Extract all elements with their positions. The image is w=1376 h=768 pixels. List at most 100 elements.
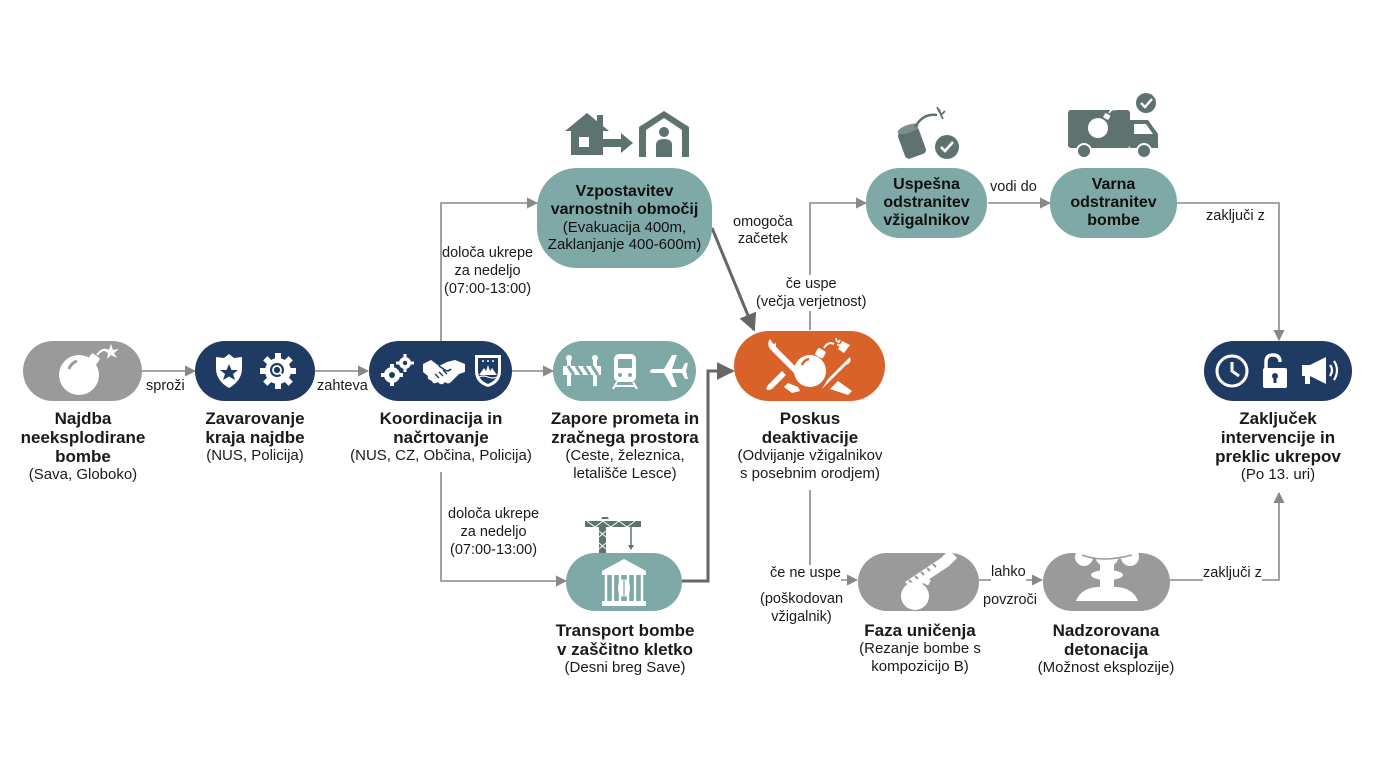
zapore-label: Zapore prometa in zračnega prostora (Ces… — [535, 409, 715, 483]
transport-label: Transport bombe v zaščitno kletko (Desni… — [535, 621, 715, 677]
train-icon — [611, 354, 638, 390]
faza-sub-1: (Rezanje bombe s — [859, 640, 981, 657]
fuse-check-icon — [897, 106, 959, 159]
varna-title-2: odstranitev — [1070, 194, 1157, 211]
doloca-bottom-line-2: za nedeljo — [460, 524, 527, 540]
najdba-title-3: bombe — [55, 447, 111, 466]
transport-title-1: Transport bombe — [555, 621, 695, 640]
vzpostavitev-title-1: Vzpostavitev — [575, 183, 674, 200]
faza-sub-2: kompozicijo B) — [871, 658, 969, 675]
edge-label-doloca-top: določa ukrepe za nedeljo (07:00-13:00) — [442, 244, 534, 298]
uspesna-title-3: vžigalnikov — [883, 212, 970, 229]
omogoca-line-1: omogoča — [733, 214, 793, 230]
uspesna-title-1: Uspešna — [893, 176, 960, 193]
shelter-icon — [639, 111, 689, 157]
edge-label-lahko: lahko — [991, 564, 1026, 581]
zakljucek-label: Zaključek intervencije in preklic ukrepo… — [1188, 409, 1368, 484]
zavarovanje-title-2: kraja najdbe — [205, 428, 305, 447]
vzpostavitev-pill: Vzpostavitev varnostnih območij (Evakuac… — [537, 168, 712, 268]
airplane-icon — [649, 355, 688, 387]
poskus-label: Poskus deaktivacije (Odvijanje vžigalnik… — [720, 409, 900, 483]
zavarovanje-label: Zavarovanje kraja najdbe (NUS, Policija) — [180, 409, 330, 465]
edge-label-ce-uspe: če uspe (večja verjetnost) — [756, 275, 867, 311]
uspesna-pill: Uspešna odstranitev vžigalnikov — [866, 168, 987, 238]
edge-label-zahteva: zahteva — [317, 378, 368, 395]
edge-doloca-top — [440, 197, 539, 342]
vzpostavitev-title-2: varnostnih območij — [550, 201, 699, 218]
doloca-bottom-line-3: (07:00-13:00) — [450, 542, 538, 558]
zapore-pill — [553, 341, 696, 401]
clock-icon — [1215, 354, 1249, 388]
ce-uspe-line-1: če uspe — [785, 276, 837, 292]
edge-omogoca — [710, 227, 757, 332]
poskus-pill — [734, 331, 885, 401]
mushroom-cloud-icon — [1075, 527, 1139, 601]
poskus-title-2: deaktivacije — [761, 428, 859, 447]
doloca-bottom-line-1: določa ukrepe — [448, 506, 540, 522]
zakljucek-title-1: Zaključek — [1239, 409, 1317, 428]
edge-label-zakljuci-bottom: zaključi z — [1203, 565, 1262, 582]
edge-transport-poskus — [682, 362, 735, 583]
house-arrow-icon — [565, 113, 633, 155]
najdba-sub: (Sava, Globoko) — [28, 466, 138, 483]
transport-pill — [566, 553, 682, 611]
edge-label-omogoca: omogoča začetek — [733, 214, 793, 248]
nadzorovana-pill — [1043, 527, 1170, 611]
nadzorovana-title-2: detonacija — [1063, 640, 1149, 659]
zapore-sub-1: (Ceste, železnica, — [565, 447, 685, 464]
edge-label-doloca-bottom: določa ukrepe za nedeljo (07:00-13:00) — [448, 505, 540, 559]
najdba-title-1: Najdba — [54, 409, 112, 428]
barrier-icon — [562, 355, 601, 386]
vzpostavitev-sub-1: (Evakuacija 400m, — [562, 219, 687, 236]
police-badge-icon — [215, 354, 243, 388]
megaphone-icon — [1302, 357, 1339, 384]
koordinacija-title-1: Koordinacija in — [379, 409, 503, 428]
nadzorovana-title-1: Nadzorovana — [1052, 621, 1160, 640]
zakljucek-pill — [1204, 341, 1352, 401]
gears-icon — [380, 354, 414, 386]
poskus-sub-1: (Odvijanje vžigalnikov — [737, 447, 883, 464]
zavarovanje-pill — [195, 341, 315, 401]
zakljucek-sub: (Po 13. uri) — [1240, 466, 1316, 483]
koordinacija-pill — [369, 341, 512, 401]
gear-search-icon — [260, 353, 296, 389]
koordinacija-sub: (NUS, CZ, Občina, Policija) — [350, 447, 532, 464]
varna-pill: Varna odstranitev bombe — [1050, 168, 1177, 238]
transport-sub: (Desni breg Save) — [564, 659, 686, 676]
varna-title-1: Varna — [1091, 176, 1136, 193]
edge-label-sprozi: sproži — [146, 378, 185, 395]
zapore-title-2: zračnega prostora — [551, 428, 699, 447]
edge-label-poskodovan: (poškodovan vžigalnik) — [760, 590, 844, 626]
omogoca-line-2: začetek — [737, 231, 788, 247]
najdba-label: Najdba neeksplodirane bombe (Sava, Globo… — [8, 409, 158, 484]
nadzorovana-label: Nadzorovana detonacija (Možnost eksplozi… — [1016, 621, 1196, 677]
nadzorovana-sub: (Možnost eksplozije) — [1037, 659, 1175, 676]
ce-uspe-line-2: (večja verjetnost) — [756, 294, 867, 310]
bomb-icon — [58, 344, 119, 395]
bomb-tools-icon — [765, 337, 852, 395]
edge-zakljuci-top — [1177, 202, 1285, 342]
uspesna-title-2: odstranitev — [883, 194, 970, 211]
koordinacija-title-2: načrtovanje — [393, 428, 489, 447]
faza-title-1: Faza uničenja — [864, 621, 976, 640]
poskodovan-line-1: (poškodovan — [760, 591, 844, 607]
doloca-top-line-3: (07:00-13:00) — [444, 281, 532, 297]
truck-bomb-check-icon — [1068, 93, 1158, 159]
crane-icon — [585, 517, 641, 575]
poskodovan-line-2: vžigalnik) — [771, 609, 832, 625]
doloca-top-line-2: za nedeljo — [454, 263, 521, 279]
edge-doloca-bottom — [440, 472, 568, 587]
handshake-icon — [422, 360, 465, 385]
edge-label-zakljuci-top: zaključi z — [1206, 208, 1265, 225]
poskus-sub-2: s posebnim orodjem) — [739, 465, 881, 482]
najdba-title-2: neeksplodirane — [20, 428, 146, 447]
zapore-sub-2: letališče Lesce) — [573, 465, 677, 482]
najdba-pill — [23, 341, 142, 401]
edge-label-vodi-do: vodi do — [990, 179, 1037, 196]
zapore-title-1: Zapore prometa in — [550, 409, 700, 428]
unlock-icon — [1263, 353, 1287, 388]
saw-bomb-icon — [900, 552, 957, 610]
edge-label-ce-ne-uspe: če ne uspe — [770, 565, 841, 582]
cage-icon — [602, 559, 646, 606]
poskus-title-1: Poskus — [779, 409, 841, 428]
